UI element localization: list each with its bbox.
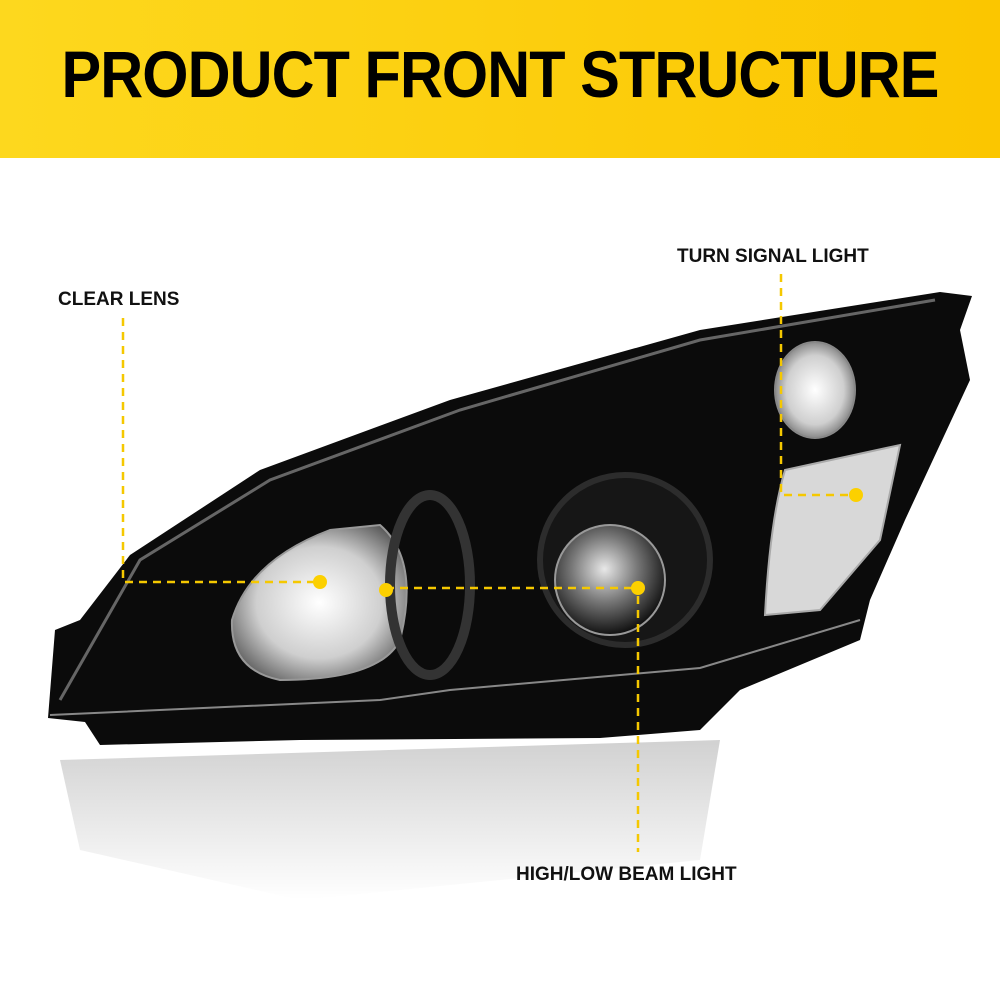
clear-lens-leader (121, 318, 318, 584)
headlight-reflection (60, 740, 720, 900)
corner-lens (763, 443, 902, 617)
lower-trim (49, 619, 861, 716)
lens-edge (58, 298, 936, 701)
turn-signal-dot (849, 488, 863, 502)
page-title: PRODUCT FRONT STRUCTURE (61, 37, 940, 111)
clear-lens-dot (313, 575, 327, 589)
reflector-dot (379, 583, 393, 597)
beam-label: HIGH/LOW BEAM LIGHT (516, 864, 737, 885)
clear-lens-label: CLEAR LENS (58, 289, 180, 310)
projector-lens (554, 524, 666, 636)
header-banner: PRODUCT FRONT STRUCTURE (0, 0, 1000, 158)
turn-signal-reflector (774, 341, 856, 439)
turn-signal-label: TURN SIGNAL LIGHT (677, 246, 869, 267)
turn-signal-leader (779, 274, 854, 497)
reflector-bowl (230, 523, 408, 682)
beam-dot (631, 581, 645, 595)
